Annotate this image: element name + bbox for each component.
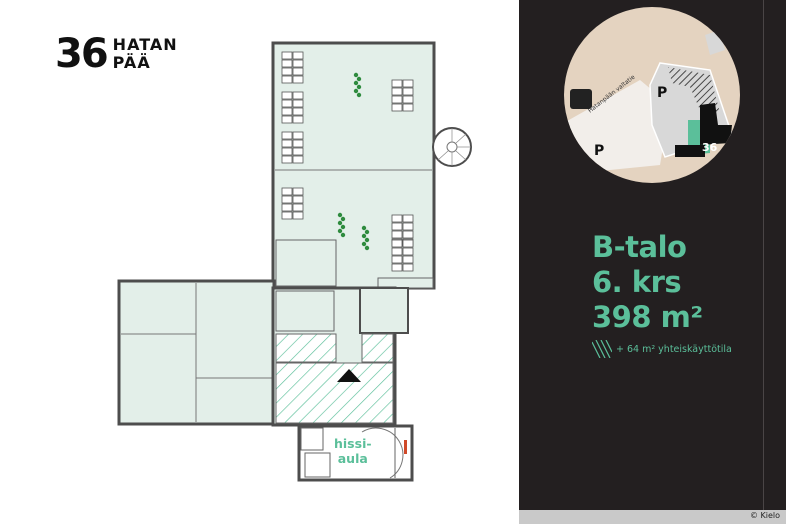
plant <box>353 80 359 86</box>
desk <box>402 95 414 104</box>
plant <box>364 237 370 243</box>
plant <box>364 229 370 235</box>
plant <box>337 212 343 218</box>
floor-plan <box>117 41 472 482</box>
plant <box>340 224 346 230</box>
desk <box>391 222 403 231</box>
desk <box>292 147 304 156</box>
desk <box>281 91 293 100</box>
plant <box>361 225 367 231</box>
desk <box>391 95 403 104</box>
desk <box>292 107 304 116</box>
desk <box>391 247 403 256</box>
building-label: 36 <box>702 141 718 154</box>
desk <box>281 155 293 164</box>
plant <box>337 220 343 226</box>
lobby-label-line-2: aula <box>337 451 368 466</box>
desk <box>292 187 304 196</box>
plant <box>361 233 367 239</box>
desk <box>402 222 414 231</box>
desk <box>292 155 304 164</box>
desk <box>402 103 414 112</box>
credit: © Kielo <box>749 511 780 520</box>
desk <box>402 230 414 239</box>
desk <box>402 239 414 248</box>
logo-line-1: HATAN <box>112 35 178 54</box>
legend-text: + 64 m² yhteiskäyttötila <box>616 343 732 355</box>
desk <box>281 67 293 76</box>
desk <box>281 195 293 204</box>
desk <box>281 203 293 212</box>
desk <box>391 103 403 112</box>
desk <box>292 99 304 108</box>
parking-label: P <box>657 85 667 101</box>
lobby-label-line-1: hissi- <box>334 436 372 451</box>
desk <box>281 147 293 156</box>
plant <box>356 84 362 90</box>
desk <box>292 115 304 124</box>
logo: 36 HATAN PÄÄ <box>55 34 178 74</box>
desk <box>391 79 403 88</box>
desk <box>281 131 293 140</box>
entrance-arrow-icon <box>337 369 361 382</box>
desk <box>281 99 293 108</box>
desk <box>402 87 414 96</box>
desk <box>281 115 293 124</box>
desk <box>281 211 293 220</box>
shared-area-hatch <box>275 333 337 363</box>
desk <box>292 75 304 84</box>
desk <box>292 59 304 68</box>
plant <box>340 232 346 238</box>
floor-area: 398 m² <box>592 300 703 334</box>
desk <box>391 87 403 96</box>
lobby-label: hissi- aula <box>334 436 372 466</box>
plant <box>356 92 362 98</box>
parking-label-2: P <box>594 143 604 159</box>
desk <box>292 91 304 100</box>
desk <box>281 139 293 148</box>
desk <box>402 247 414 256</box>
footer: © Kielo <box>519 510 786 524</box>
floor-number: 6. krs <box>592 265 682 299</box>
desk <box>281 59 293 68</box>
desk <box>281 187 293 196</box>
desk <box>292 67 304 76</box>
desk <box>402 255 414 264</box>
logo-number: 36 <box>55 31 109 77</box>
desk <box>292 131 304 140</box>
desk <box>281 51 293 60</box>
divider <box>763 0 764 510</box>
desk <box>391 263 403 272</box>
plant <box>353 88 359 94</box>
plant <box>353 72 359 78</box>
desk <box>281 75 293 84</box>
desk <box>391 230 403 239</box>
desk <box>391 255 403 264</box>
shared-area-hatch <box>275 362 394 424</box>
plant <box>356 76 362 82</box>
plant <box>340 216 346 222</box>
desk <box>281 107 293 116</box>
desk <box>391 239 403 248</box>
desk <box>391 214 403 223</box>
location-map: Hatanpään valtatie P P 36 <box>564 7 740 183</box>
desk <box>292 195 304 204</box>
building-name: B-talo <box>592 230 687 264</box>
legend: + 64 m² yhteiskäyttötila <box>592 340 732 358</box>
plant <box>337 228 343 234</box>
plant <box>361 241 367 247</box>
desk <box>402 79 414 88</box>
shared-area-hatch <box>361 333 394 363</box>
desk <box>292 139 304 148</box>
hatch-legend-icon <box>592 340 612 358</box>
desk <box>402 263 414 272</box>
desk <box>292 203 304 212</box>
desk <box>402 214 414 223</box>
desk <box>292 51 304 60</box>
logo-line-2: PÄÄ <box>112 53 151 72</box>
plant <box>364 245 370 251</box>
desk <box>292 211 304 220</box>
